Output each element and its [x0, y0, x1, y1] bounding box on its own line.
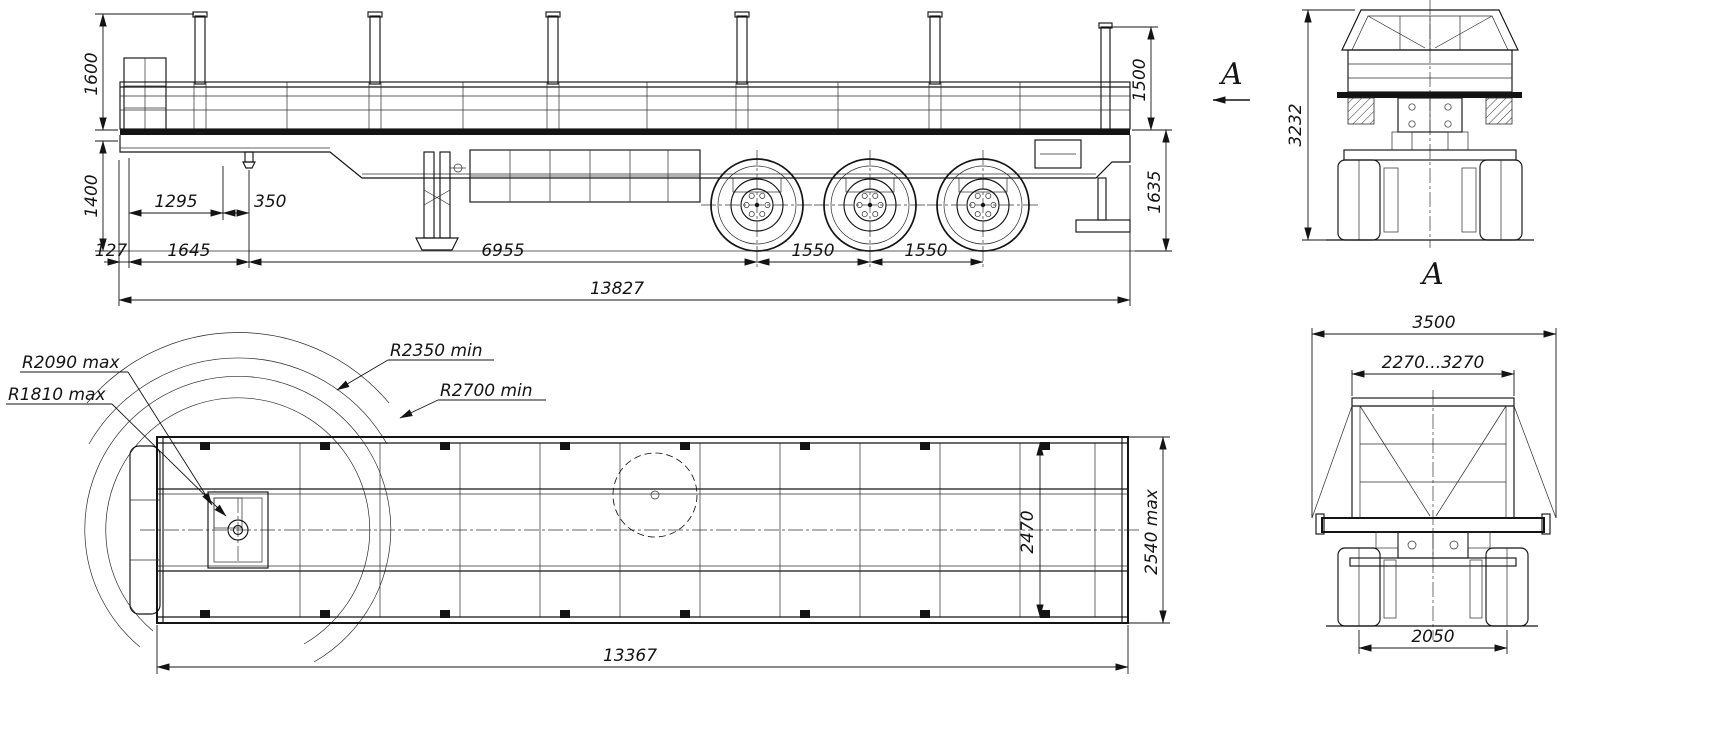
- headboard: [1341, 9, 1519, 51]
- landing-gear: [415, 151, 466, 251]
- plan-kingpin-plate: [207, 491, 269, 569]
- dim-platform-length: 13367: [156, 625, 1129, 674]
- radius-label-r2090: R2090 max: [22, 353, 120, 373]
- plan-front-cap: [129, 445, 161, 615]
- plan-view: R2090 max R1810 max R2350 min R2700 min …: [6, 332, 1170, 674]
- dim-track: 2050: [1358, 627, 1508, 654]
- radius-callout-r2090: R2090 max: [20, 353, 213, 506]
- dim-overall-height: 3232: [1286, 9, 1355, 241]
- dim-label-platform-length: 13367: [603, 646, 657, 666]
- dim-label-frame-height: 1400: [82, 174, 102, 217]
- dim-inner-width: 2470: [1018, 442, 1044, 618]
- wheel-icon: [823, 158, 917, 252]
- front-elevation-view: 3232: [1286, 0, 1534, 248]
- radius-label-r1810: R1810 max: [8, 385, 106, 405]
- dim-label-front-section: 1645: [167, 241, 210, 261]
- side-view-frame: [119, 135, 1131, 179]
- dim-label-kingpin-to-first-axle: 6955: [481, 241, 524, 261]
- plan-turning-radii: [84, 332, 392, 663]
- dim-label-rear-stake-height: 1500: [1130, 58, 1150, 101]
- side-view-deck-band: [120, 129, 1130, 135]
- dim-label-track: 2050: [1411, 627, 1454, 647]
- side-view-stakes: [192, 11, 1113, 131]
- dim-chain-row: 127 1645 6955 1550 1550: [95, 160, 1131, 306]
- side-view-front-wall: [123, 57, 167, 131]
- dim-label-overall-width: 2540 max: [1142, 488, 1162, 575]
- wheels: [701, 150, 1039, 270]
- dim-label-kingpin-a: 1295: [154, 192, 197, 212]
- dim-label-axle-spacing-2: 1550: [904, 241, 947, 261]
- wheel-icon: [710, 158, 804, 252]
- rear-gate: [1311, 397, 1557, 519]
- dim-max-width: 3500: [1311, 313, 1557, 518]
- radius-label-r2350: R2350 min: [390, 341, 483, 361]
- view-direction-arrow: A: [1212, 57, 1250, 104]
- dim-rear-stake-height: 1500: [1108, 26, 1172, 131]
- spare-wheel: [612, 452, 698, 538]
- dim-label-rear-height: 1635: [1145, 170, 1165, 213]
- dim-label-overall-length: 13827: [590, 279, 644, 299]
- dim-label-kingpin-b: 350: [254, 192, 286, 212]
- dim-label-stake-height: 1600: [82, 52, 102, 95]
- rear-underrun-bar: [1075, 177, 1131, 233]
- dim-kingpin-zone: 1295 350: [128, 158, 286, 268]
- dim-frame-height: 1400: [82, 140, 118, 252]
- wheel-icon: [936, 158, 1030, 252]
- radius-callout-r2700: R2700 min: [399, 381, 546, 419]
- dim-stake-height: 1600: [82, 13, 194, 131]
- dim-overall-length: 13827: [118, 279, 1131, 304]
- view-a: A 3500 2270...3270: [1311, 257, 1557, 654]
- plan-platform: [140, 436, 1142, 624]
- toolbox: [1034, 139, 1082, 169]
- radius-callout-r2350: R2350 min: [336, 341, 494, 391]
- dim-label-axle-spacing-1: 1550: [791, 241, 834, 261]
- dim-label-board-width-range: 2270...3270: [1382, 353, 1485, 373]
- kingpin: [242, 151, 256, 169]
- radius-callout-r1810: R1810 max: [6, 385, 227, 517]
- view-a-title: A: [1419, 257, 1444, 292]
- dim-label-inner-width: 2470: [1018, 510, 1038, 553]
- rear-frame: [1349, 531, 1517, 567]
- dim-rear-height: 1635: [1135, 129, 1172, 252]
- front-axle-wheels: [1326, 131, 1534, 241]
- dim-overall-width: 2540 max: [1128, 436, 1170, 624]
- dim-label-overall-height: 3232: [1286, 103, 1306, 146]
- side-view: 1600 1400 1500 1635 1295 350: [82, 11, 1172, 306]
- dim-label-max-width: 3500: [1412, 313, 1455, 333]
- dim-board-width-range: 2270...3270: [1351, 353, 1515, 396]
- dim-label-front-overhang: 127: [95, 241, 128, 261]
- view-arrow-label: A: [1218, 57, 1243, 92]
- rear-wheels: [1326, 547, 1538, 627]
- radius-label-r2700: R2700 min: [440, 381, 533, 401]
- front-body: [1337, 49, 1522, 133]
- side-view-boards: [119, 81, 1131, 130]
- underdeck-equipment-box: [469, 149, 701, 203]
